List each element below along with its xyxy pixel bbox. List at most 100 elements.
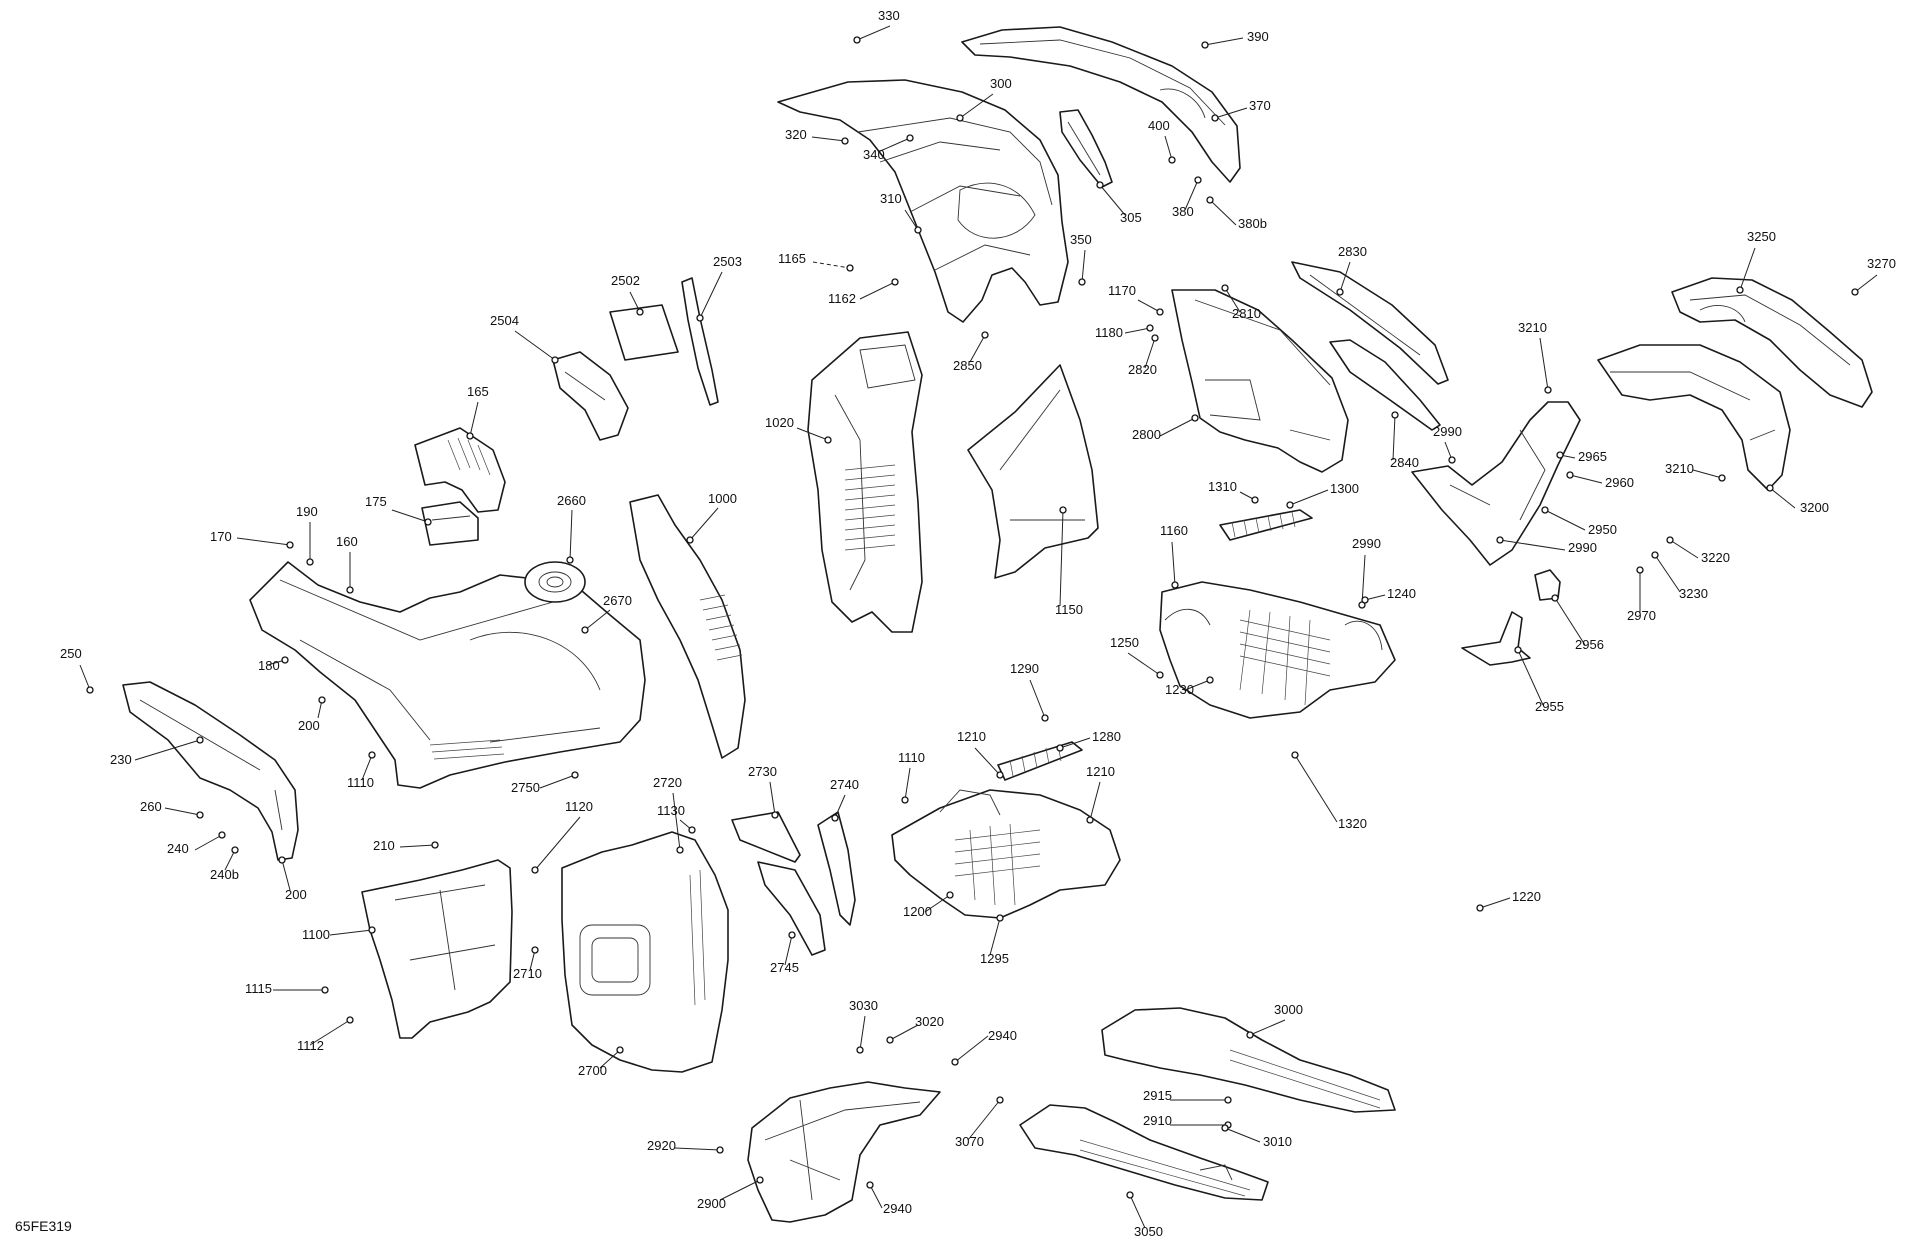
part-2840-shape[interactable] [1329,339,1441,431]
part-label-3250[interactable]: 3250 [1747,229,1776,244]
part-label-170[interactable]: 170 [210,529,232,544]
part-label-3020[interactable]: 3020 [915,1014,944,1029]
part-2504-shape[interactable] [552,351,629,441]
part-label-175[interactable]: 175 [365,494,387,509]
part-2830-shape[interactable] [1291,261,1449,385]
part-label-210[interactable]: 210 [373,838,395,853]
part-2900-shape[interactable] [747,1081,941,1223]
part-label-2950[interactable]: 2950 [1588,522,1617,537]
part-label-1300[interactable]: 1300 [1330,481,1359,496]
part-label-200[interactable]: 200 [298,718,320,733]
part-label-2840[interactable]: 2840 [1390,455,1419,470]
part-label-1160[interactable]: 1160 [1160,523,1188,538]
part-230-shape[interactable] [122,681,299,861]
part-label-2750[interactable]: 2750 [511,780,540,795]
part-label-1280[interactable]: 1280 [1092,729,1121,744]
part-label-230[interactable]: 230 [110,752,132,767]
part-2740-shape[interactable] [817,811,856,926]
part-label-1100[interactable]: 1100 [302,927,330,942]
part-label-1320[interactable]: 1320 [1338,816,1367,831]
part-label-2990[interactable]: 2990 [1433,424,1462,439]
part-165-shape[interactable] [414,427,506,513]
part-label-2730[interactable]: 2730 [748,764,777,779]
part-label-2990[interactable]: 2990 [1352,536,1381,551]
part-label-1290[interactable]: 1290 [1010,661,1039,676]
part-label-2960[interactable]: 2960 [1605,475,1634,490]
part-1300-shape[interactable] [1219,509,1313,541]
part-label-1020[interactable]: 1020 [765,415,794,430]
part-label-250[interactable]: 250 [60,646,82,661]
part-2800-shape[interactable] [1171,289,1349,473]
part-label-1295[interactable]: 1295 [980,951,1009,966]
part-label-3070[interactable]: 3070 [955,1134,984,1149]
part-2660-shape[interactable] [524,561,586,603]
part-label-370[interactable]: 370 [1249,98,1271,113]
part-label-2830[interactable]: 2830 [1338,244,1367,259]
part-3250-shape[interactable] [1671,277,1873,408]
part-1020-shape[interactable] [807,331,923,633]
part-label-2710[interactable]: 2710 [513,966,542,981]
part-label-380b[interactable]: 380b [1238,216,1267,231]
part-label-1240[interactable]: 1240 [1387,586,1416,601]
part-label-240b[interactable]: 240b [210,867,239,882]
part-label-180[interactable]: 180 [258,658,280,673]
part-label-260[interactable]: 260 [140,799,162,814]
part-label-2740[interactable]: 2740 [830,777,859,792]
part-label-160[interactable]: 160 [336,534,358,549]
part-1200-shape[interactable] [891,789,1121,919]
part-label-2670[interactable]: 2670 [603,593,632,608]
part-2955-shape[interactable] [1461,611,1531,666]
part-160-shape[interactable] [249,561,646,789]
part-label-165[interactable]: 165 [467,384,489,399]
part-label-340[interactable]: 340 [863,147,885,162]
part-label-2990[interactable]: 2990 [1568,540,1597,555]
part-label-2915[interactable]: 2915 [1143,1088,1172,1103]
part-label-2970[interactable]: 2970 [1627,608,1656,623]
part-label-2940[interactable]: 2940 [883,1201,912,1216]
part-label-1310[interactable]: 1310 [1208,479,1237,494]
part-label-1230[interactable]: 1230 [1165,682,1194,697]
part-1150-shape[interactable] [967,364,1099,579]
part-label-1112[interactable]: 1112 [297,1038,324,1053]
part-label-2955[interactable]: 2955 [1535,699,1564,714]
part-label-390[interactable]: 390 [1247,29,1269,44]
part-label-2940[interactable]: 2940 [988,1028,1017,1043]
part-2950-shape[interactable] [1411,401,1581,566]
part-label-2700[interactable]: 2700 [578,1063,607,1078]
part-label-2965[interactable]: 2965 [1578,449,1607,464]
part-label-1115[interactable]: 1115 [245,981,272,996]
part-label-2920[interactable]: 2920 [647,1138,676,1153]
part-label-1220[interactable]: 1220 [1512,889,1541,904]
part-label-2900[interactable]: 2900 [697,1196,726,1211]
part-label-2956[interactable]: 2956 [1575,637,1604,652]
part-label-305[interactable]: 305 [1120,210,1142,225]
part-label-1165[interactable]: 1165 [778,251,806,266]
part-label-3050[interactable]: 3050 [1134,1224,1163,1239]
part-370-shape[interactable] [961,26,1241,183]
part-label-3210[interactable]: 3210 [1518,320,1547,335]
part-label-2910[interactable]: 2910 [1143,1113,1172,1128]
part-label-300[interactable]: 300 [990,76,1012,91]
part-label-2504[interactable]: 2504 [490,313,519,328]
part-label-1170[interactable]: 1170 [1108,283,1136,298]
part-label-2720[interactable]: 2720 [653,775,682,790]
part-label-1120[interactable]: 1120 [565,799,593,814]
part-1100-shape[interactable] [361,859,513,1039]
part-2745-shape[interactable] [757,861,826,956]
part-label-400[interactable]: 400 [1148,118,1170,133]
part-1280-shape[interactable] [997,741,1083,781]
part-label-200[interactable]: 200 [285,887,307,902]
part-label-330[interactable]: 330 [878,8,900,23]
part-label-1210[interactable]: 1210 [1086,764,1115,779]
part-label-1110[interactable]: 1110 [347,775,374,790]
part-300-shape[interactable] [777,79,1069,323]
part-label-240[interactable]: 240 [167,841,189,856]
part-label-3220[interactable]: 3220 [1701,550,1730,565]
part-label-2820[interactable]: 2820 [1128,362,1157,377]
part-label-2660[interactable]: 2660 [557,493,586,508]
part-3200-shape[interactable] [1597,344,1791,491]
part-2956-shape[interactable] [1534,569,1561,601]
part-label-3210[interactable]: 3210 [1665,461,1694,476]
part-label-2800[interactable]: 2800 [1132,427,1161,442]
part-label-3200[interactable]: 3200 [1800,500,1829,515]
